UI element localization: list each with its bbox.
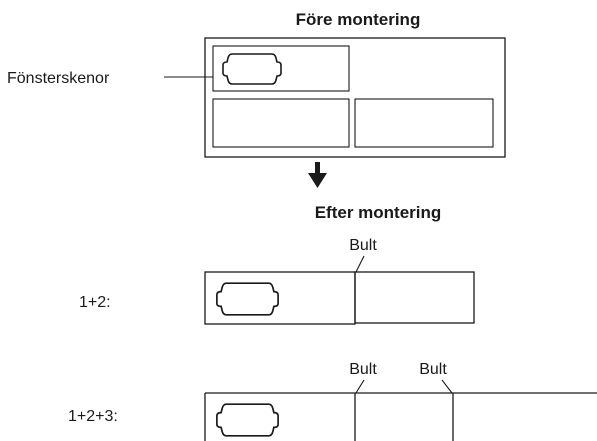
rail-panel-2 (212, 98, 350, 148)
before-mounting-title: Före montering (296, 10, 421, 29)
bolt-leader-line (441, 379, 453, 394)
bolt-label: Bult (419, 361, 447, 378)
bolt-leader-line (355, 379, 365, 394)
rail-panel-1 (212, 45, 350, 92)
before-frame (204, 37, 506, 158)
rail-panel-3 (354, 98, 494, 148)
window-outline-icon (222, 53, 282, 85)
arrow-down-icon (308, 162, 327, 188)
bolt-label: Bult (349, 237, 377, 254)
window-outline-icon (216, 403, 279, 437)
step-12-label: 1+2: (79, 294, 111, 311)
step-123-label: 1+2+3: (68, 408, 118, 425)
after-mounting-title: Efter montering (315, 203, 442, 222)
window-outline-icon (216, 282, 279, 316)
rail-panel-2-mounted (354, 271, 475, 324)
mounted-rails-123 (204, 392, 597, 441)
rail-panel-1-mounted (204, 271, 356, 325)
bolt-leader-line (355, 255, 365, 273)
rails-label: Fönsterskenor (7, 70, 110, 87)
bolt-label: Bult (349, 361, 377, 378)
